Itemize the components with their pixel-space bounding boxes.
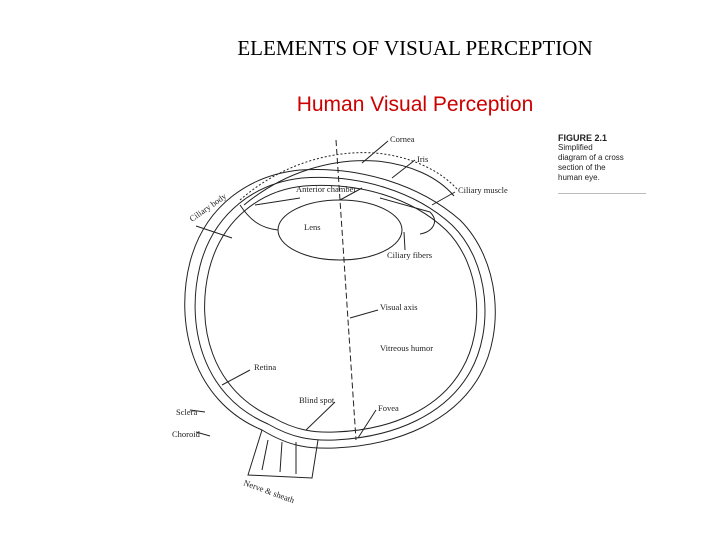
lens-shape xyxy=(277,199,403,261)
label-retina: Retina xyxy=(254,362,276,372)
iris-shape xyxy=(254,197,431,213)
choroid-outline xyxy=(194,176,486,441)
label-choroid: Choroid xyxy=(172,429,201,439)
caption-line: human eye. xyxy=(558,173,600,182)
figure-caption: FIGURE 2.1 Simplified diagram of a cross… xyxy=(558,133,648,194)
caption-line: diagram of a cross xyxy=(558,153,624,162)
cornea-outline xyxy=(239,152,459,201)
label-lens: Lens xyxy=(304,222,321,232)
label-visual-axis: Visual axis xyxy=(380,302,418,312)
sclera-outline xyxy=(184,168,496,449)
slide-subtitle: Human Visual Perception xyxy=(296,93,534,116)
slide-title: ELEMENTS OF VISUAL PERCEPTION xyxy=(237,36,593,60)
optic-nerve xyxy=(247,429,319,479)
label-blind-spot: Blind spot xyxy=(299,395,335,405)
label-vitreous-humor: Vitreous humor xyxy=(380,343,433,353)
label-nerve-sheath: Nerve & sheath xyxy=(242,477,296,505)
caption-line: Simplified xyxy=(558,143,593,152)
label-ciliary-fibers: Ciliary fibers xyxy=(387,250,432,260)
label-fovea: Fovea xyxy=(378,403,399,413)
figure-number: FIGURE 2.1 xyxy=(558,133,608,143)
caption-rule xyxy=(558,193,646,194)
retina-outline xyxy=(204,184,478,433)
visual-axis-line xyxy=(335,139,357,441)
label-sclera: Sclera xyxy=(176,407,197,417)
label-cornea: Cornea xyxy=(390,134,415,144)
label-ciliary-muscle: Ciliary muscle xyxy=(458,185,508,195)
label-ciliary-body: Ciliary body xyxy=(187,191,228,224)
label-anterior-chamber: Anterior chamber xyxy=(296,184,356,194)
label-iris: Iris xyxy=(417,154,428,164)
ciliary-body xyxy=(239,204,435,235)
caption-line: section of the xyxy=(558,163,606,172)
